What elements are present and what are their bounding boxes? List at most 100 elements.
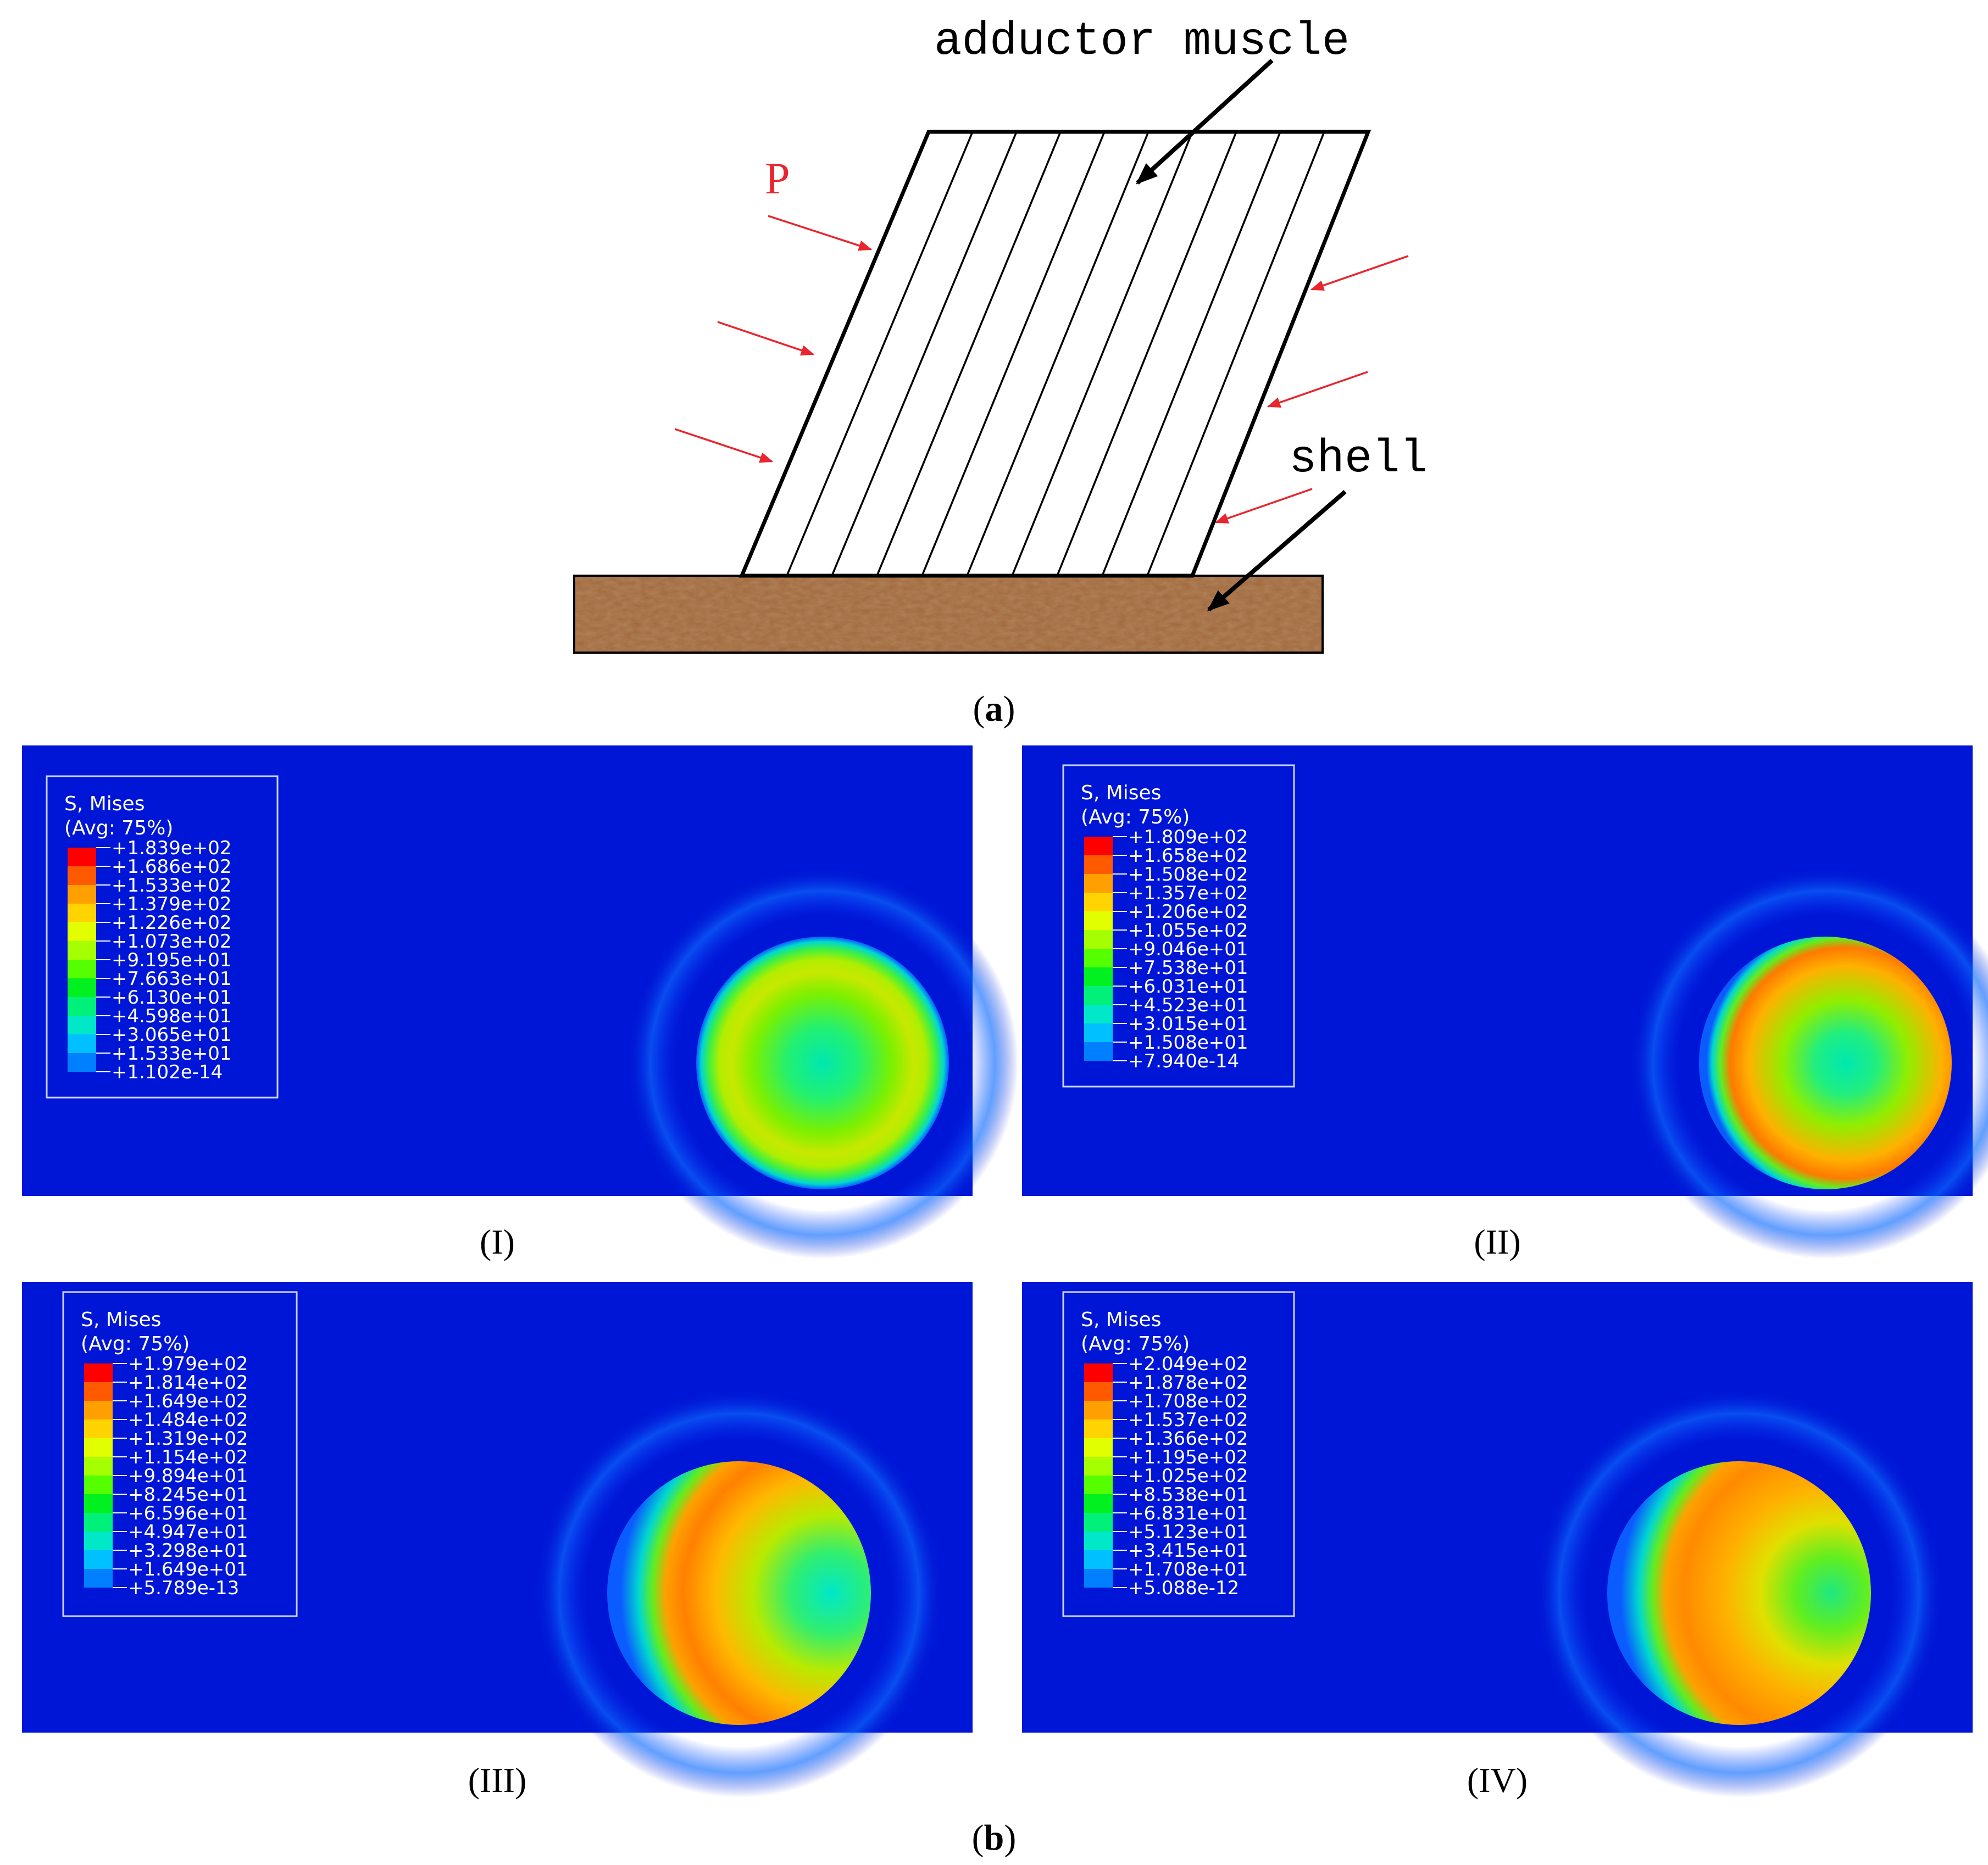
pressure-arrow-right-1 [1310, 255, 1409, 291]
legend-value: +1.649e+02 [128, 1390, 248, 1412]
legend-value: +9.894e+01 [128, 1465, 248, 1487]
muscle-fibre-line [831, 132, 1018, 576]
legend-color-band [84, 1569, 113, 1588]
stress-contour-disc [1607, 1461, 1871, 1725]
legend-color-band [1084, 1550, 1113, 1569]
legend-color-band [1084, 1401, 1113, 1419]
contour-panel-2: S, Mises(Avg: 75%)+1.809e+02+1.658e+02+1… [1022, 745, 1988, 1259]
legend-value: +6.130e+01 [112, 987, 232, 1009]
legend-value: +2.049e+02 [1128, 1353, 1248, 1375]
legend-value: +1.839e+02 [112, 837, 232, 859]
legend-color-band [1084, 1457, 1113, 1476]
legend-value: +1.809e+02 [1128, 826, 1248, 848]
stress-contour-disc [607, 1461, 871, 1725]
legend-frame [1062, 1291, 1295, 1617]
muscle-fibre-line [966, 132, 1150, 576]
stress-legend: S, Mises(Avg: 75%)+1.979e+02+1.814e+02+1… [62, 1291, 298, 1617]
legend-color-band [1084, 1513, 1113, 1532]
legend-value: +1.195e+02 [1128, 1446, 1248, 1468]
legend-value: +1.055e+02 [1128, 920, 1248, 942]
legend-color-band [84, 1476, 113, 1494]
legend-frame [62, 1291, 298, 1617]
legend-title: S, Mises [1081, 1309, 1161, 1331]
pressure-arrow-left-3 [674, 428, 774, 463]
legend-title: S, Mises [64, 793, 145, 815]
contour-panel-4: S, Mises(Avg: 75%)+2.049e+02+1.878e+02 +1… [1022, 1282, 1973, 1797]
legend-value: +1.206e+02 [1128, 901, 1248, 923]
muscle-fibre-line [1011, 132, 1193, 576]
legend-color-band [1084, 1438, 1113, 1457]
legend-value: +5.789e-13 [128, 1577, 239, 1599]
legend-color-band [84, 1550, 113, 1569]
legend-subtitle: (Avg: 75%) [81, 1333, 190, 1355]
caption-b: (b) [972, 1818, 1017, 1858]
legend-value: +3.415e+01 [1128, 1540, 1248, 1562]
legend-color-band [84, 1513, 113, 1532]
legend-color-band [1084, 967, 1113, 986]
legend-color-band [1084, 1363, 1113, 1382]
pressure-arrow-left-1 [768, 215, 873, 251]
muscle-label: adductor muscle [934, 16, 1350, 68]
stress-contour-disc [1699, 937, 1952, 1189]
pressure-label: P [765, 153, 790, 203]
pressure-arrow-left-2 [717, 321, 815, 356]
legend-value: +1.537e+02 [1128, 1409, 1248, 1431]
legend-subtitle: (Avg: 75%) [64, 817, 173, 839]
legend-color-band [1084, 949, 1113, 967]
legend-color-band [84, 1401, 113, 1419]
legend-color-band [68, 941, 96, 960]
legend-value: +7.663e+01 [112, 968, 232, 990]
panel-label: (IV) [1467, 1761, 1528, 1800]
legend-value: +6.596e+01 [128, 1502, 248, 1524]
legend-title: S, Mises [1081, 782, 1161, 804]
legend-color-band [68, 997, 96, 1016]
legend-color-band [1084, 855, 1113, 874]
legend-color-band [68, 1053, 96, 1072]
legend-value: +1.649e+01 [128, 1558, 248, 1580]
legend-value: +1.533e+01 [112, 1043, 232, 1065]
legend-color-band [84, 1382, 113, 1401]
legend-value: +4.598e+01 [112, 1005, 232, 1027]
pressure-arrow-right-3 [1214, 488, 1313, 524]
legend-value: +1.708e+01 [1128, 1558, 1248, 1580]
legend-subtitle: (Avg: 75%) [1081, 1333, 1190, 1355]
legend-subtitle: (Avg: 75%) [1081, 806, 1190, 828]
legend-value: +3.015e+01 [1128, 1013, 1248, 1035]
legend-value: +7.538e+01 [1128, 957, 1248, 979]
legend-color-band [68, 866, 96, 885]
legend-color-band [68, 1034, 96, 1053]
muscle-fibre-line [921, 132, 1106, 576]
legend-value: +1.533e+02 [112, 875, 232, 897]
legend-value: +3.298e+01 [128, 1540, 248, 1562]
legend-color-band [68, 848, 96, 866]
legend-value: +1.226e+02 [112, 912, 232, 934]
legend-color-band [1084, 1382, 1113, 1401]
legend-frame [1062, 764, 1295, 1088]
muscle-fibre-line [786, 132, 974, 576]
legend-value: +7.940e-14 [1128, 1050, 1239, 1072]
contour-panel-1: S, Mises(Avg: 75%)+1.839e+02+1.686e+02+1… [22, 745, 1019, 1259]
legend-value: +1.025e+02 [1128, 1465, 1248, 1487]
legend-value: +3.065e+01 [112, 1024, 232, 1046]
legend-color-band [1084, 1532, 1113, 1550]
legend-frame [46, 775, 279, 1099]
stress-contour-disc [696, 937, 949, 1189]
muscle-fibre-line [1056, 132, 1237, 576]
legend-color-band [84, 1532, 113, 1550]
legend-color-band [84, 1494, 113, 1513]
legend-color-band [1084, 1494, 1113, 1513]
panel-label: (II) [1474, 1222, 1520, 1261]
caption-b-letter: b [984, 1818, 1004, 1858]
legend-value: +1.484e+02 [128, 1409, 248, 1431]
legend-value: +6.831e+01 [1128, 1502, 1248, 1524]
stress-legend: S, Mises(Avg: 75%)+1.809e+02+1.658e+02+1… [1062, 764, 1295, 1088]
legend-value: +1.979e+02 [128, 1353, 248, 1375]
legend-color-band [84, 1457, 113, 1476]
caption-a-letter: a [985, 689, 1003, 729]
legend-color-band [84, 1363, 113, 1382]
legend-title: S, Mises [81, 1309, 161, 1331]
schematic-a: P adductor muscle shell (a) [573, 16, 1428, 729]
panel-label: (I) [480, 1222, 515, 1261]
legend-value: +1.878e+02 [1128, 1372, 1248, 1394]
